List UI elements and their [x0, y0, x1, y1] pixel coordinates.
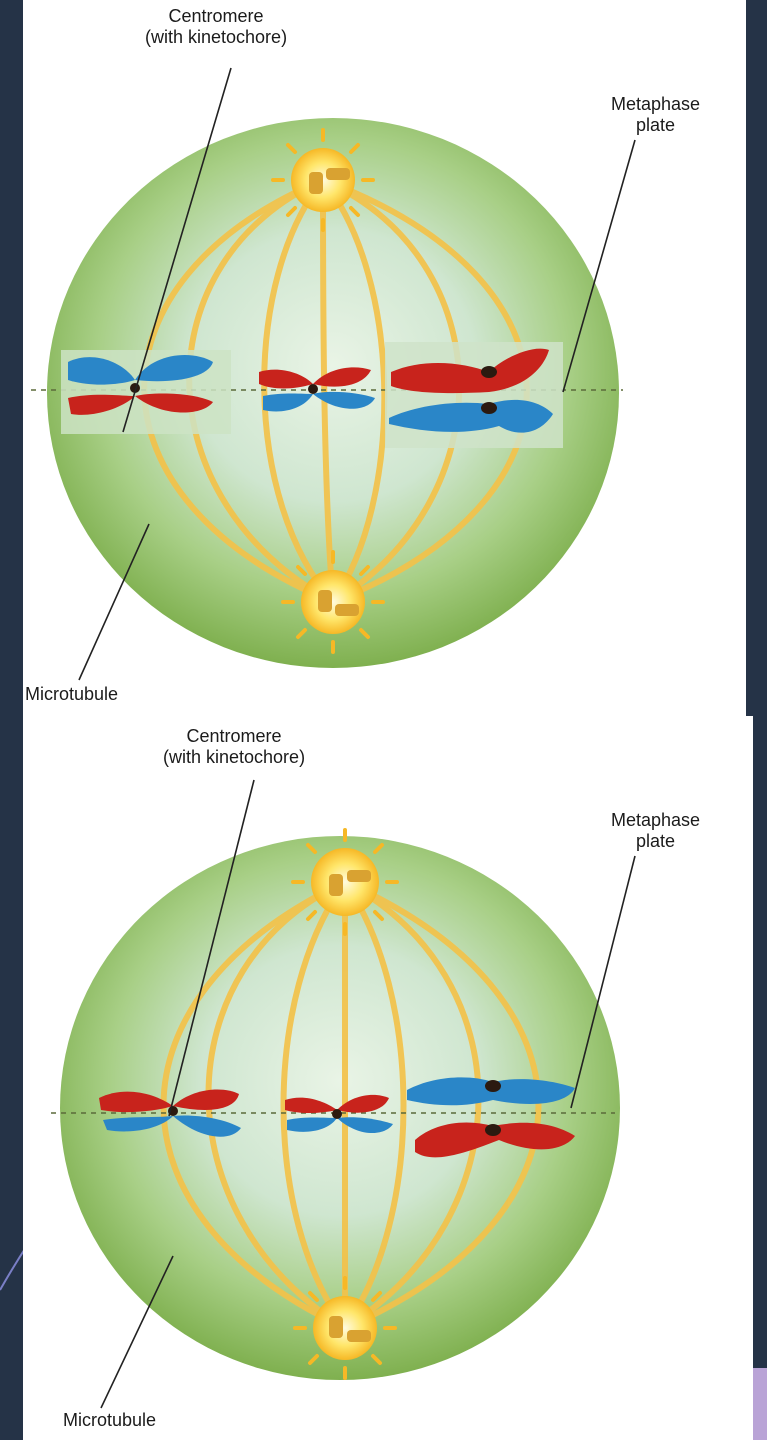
metaphase-plate-label: Metaphase plate [611, 810, 700, 852]
chromosome-pair-right [385, 342, 563, 448]
metaphase-plate-label: Metaphase plate [611, 94, 700, 136]
metaphase-diagram-bottom: Centromere (with kinetochore) Metaphase … [23, 716, 753, 1440]
chromosome-left [61, 350, 231, 434]
accent-bar [753, 1368, 767, 1440]
centromere-label: Centromere (with kinetochore) [163, 726, 305, 768]
microtubule-label: Microtubule [25, 684, 118, 705]
metaphase-diagram-top: Centromere (with kinetochore) Metaphase … [23, 0, 746, 716]
microtubule-label: Microtubule [63, 1410, 156, 1431]
centromere-label: Centromere (with kinetochore) [145, 6, 287, 48]
